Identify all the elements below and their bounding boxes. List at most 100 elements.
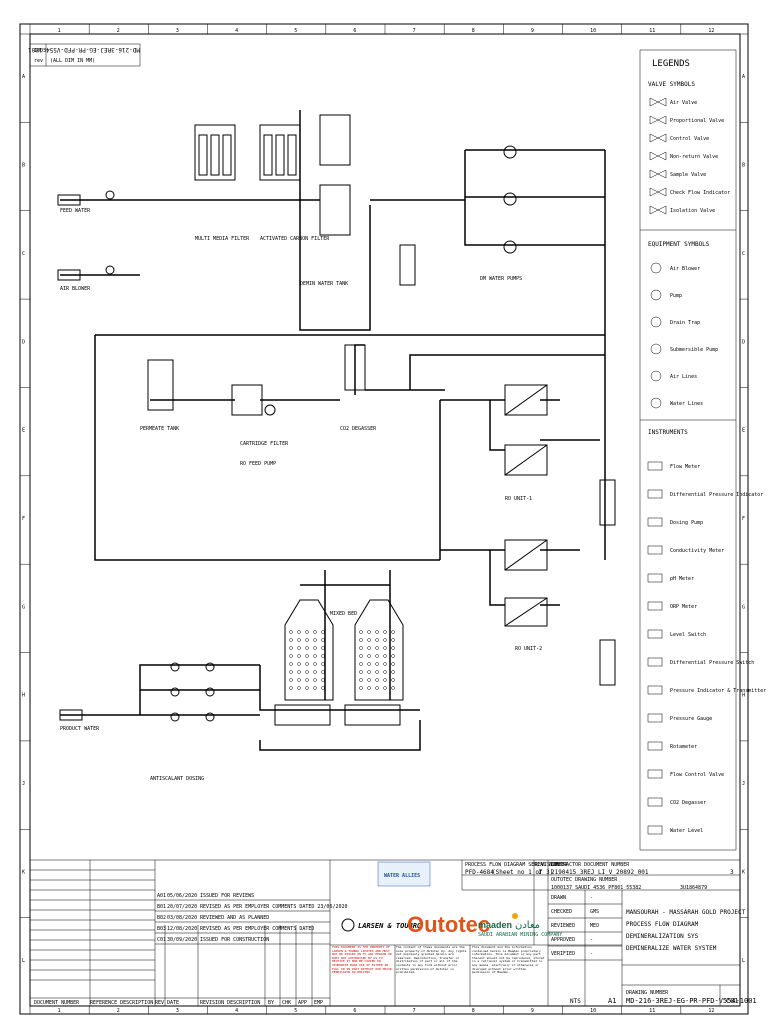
grid-col-top: 8 [472,28,475,34]
grid-row-left: F [22,516,25,522]
grid-row-right: B [742,163,745,169]
legend-instrument-icon [647,657,663,667]
grid-col-top: 2 [117,28,120,34]
legend-instrument-icon [647,713,663,723]
mixed-bed-1 [284,599,334,701]
sheet-ref-1: 1003 [34,48,46,54]
legend-equipment-icon [650,289,662,301]
grid-row-left: H [22,693,25,699]
legend-item-label: Isolation Valve [670,208,715,214]
acf-vessel-2 [319,184,351,236]
contractor-doc: 2190415_3REJ_LI_V_20892_001 [551,869,649,876]
grid-row-right: A [742,74,745,80]
mmf-vessel-1 [194,124,236,181]
maaden-arabic: معادن [515,920,540,931]
rev-row-rev: B01 [157,904,166,910]
grid-col-top: 1 [58,28,61,34]
rotated-doc-number: MD-216-3REJ-EG-PR-PFD-V554-1001 [28,46,140,53]
legend-equipment-icon [650,343,662,355]
side-tank-3 [599,639,616,686]
legend-item-label: Proportional Valve [670,118,724,124]
legend-item-label: Submersible Pump [670,347,718,353]
grid-col-top: 6 [353,28,356,34]
tag-mmf: MULTI MEDIA FILTER [195,236,250,242]
water-allies-logo [377,861,431,887]
tag-demin-tank: DEMIN WATER TANK [300,281,348,287]
grid-col-bottom: 4 [235,1008,238,1014]
signoff-initial: MEO [590,923,599,929]
drawing-no-label: DRAWING NUMBER [626,990,669,996]
legend-instrument-icon [647,685,663,695]
tag-air-blower: AIR BLOWER [60,286,91,292]
drawing-rev: C01 [726,997,739,1005]
grid-row-left: B [22,163,25,169]
grid-col-bottom: 11 [649,1008,655,1014]
rev-row-date: 05/06/2020 [167,893,197,899]
rev-hdr-emp: EMP [314,1000,323,1006]
rev-row-desc: REVISED AS PER EMPLOYER COMMENTS DATED [200,926,314,932]
grid-col-bottom: 6 [353,1008,356,1014]
larsen-logo: LARSEN & TOUBRO [358,922,421,930]
rev-row-rev: C01 [157,937,166,943]
outotec-doc: 1000137 SAUDI 4536 PF801 55382 [551,885,641,891]
scale-value: NTS [570,998,581,1005]
legend-instrument-icon [647,769,663,779]
legend-item-label: Check Flow Indicator [670,190,730,196]
rev-hdr-chk: CHK [282,1000,291,1006]
signoff-role: DRAWN [551,895,566,901]
legend-instrument-icon [647,629,663,639]
legend-item-label: Differential Pressure Indicator [670,492,763,498]
ro-unit-1a [504,384,548,416]
legend-item-label: pH Meter [670,576,694,582]
legend-panel [639,49,737,851]
rev-hdr-rev: REV [155,1000,164,1006]
tag-dm-pumps: DM WATER PUMPS [480,276,522,282]
maaden-sun-icon [512,913,518,919]
rev-hdr-docnum: DOCUMENT NUMBER [34,1000,80,1006]
grid-row-left: D [22,339,25,345]
pfd-ref-label: PROCESS FLOW DIAGRAM SERIAL NUMBER [465,862,568,868]
project-line-2: PROCESS FLOW DIAGRAM [626,921,699,928]
outotec-note: The content of these documents are the s… [396,946,467,975]
tag-permeate: PERMEATE TANK [140,426,179,432]
rev-row-rev: A01 [157,893,166,899]
rev-hdr-by: BY [268,1000,274,1006]
legend-instrument-icon [647,825,663,835]
sheet-number: (Sheet no 1 of 3) [492,869,553,876]
grid-col-bottom: 1 [58,1008,61,1014]
acf-vessel-1 [319,114,351,166]
project-line-3: DEMINERALIZATION SYS [626,933,699,940]
signoff-role: CHECKED [551,909,572,915]
legend-instrument-icon [647,601,663,611]
legend-item-label: Water Lines [670,401,703,407]
legend-item-label: Drain Trap [670,320,700,326]
grid-row-right: H [742,693,745,699]
rev-row-desc: ISSUED FOR REVIEWS [200,893,254,899]
pump-3 [503,240,517,254]
water-allies-text: WATER ALLIES [384,873,420,879]
signoff-initial: - [590,937,593,943]
tag-ro1: RO UNIT-1 [505,496,532,502]
grid-row-left: K [22,869,25,875]
legend-instrument-icon [647,545,663,555]
legend-valve-icon [649,169,667,179]
signoff-role: VERIFIED [551,951,575,957]
grid-col-bottom: 9 [531,1008,534,1014]
tag-labels: FEED WATER AIR BLOWER MULTI MEDIA FILTER… [60,208,542,782]
signoff-initial: - [590,895,593,901]
rev-row-desc: REVISED AS PER EMPLOYER COMMENTS DATED 2… [200,904,348,910]
legend-equipment-icon [650,370,662,382]
legend-instrument-icon [647,741,663,751]
rev-row-rev: B02 [157,915,166,921]
legend-equipment-icon [650,262,662,274]
legend-equipment-title: EQUIPMENT SYMBOLS [648,241,710,248]
outer-frame [19,23,749,1015]
legend-item-label: CO2 Degasser [670,800,706,806]
grid-row-left: L [22,958,25,964]
ro-pump [264,404,276,416]
legend-valve-icon [649,133,667,143]
rev-value: 1 [538,869,542,876]
grid-col-top: 7 [413,28,416,34]
